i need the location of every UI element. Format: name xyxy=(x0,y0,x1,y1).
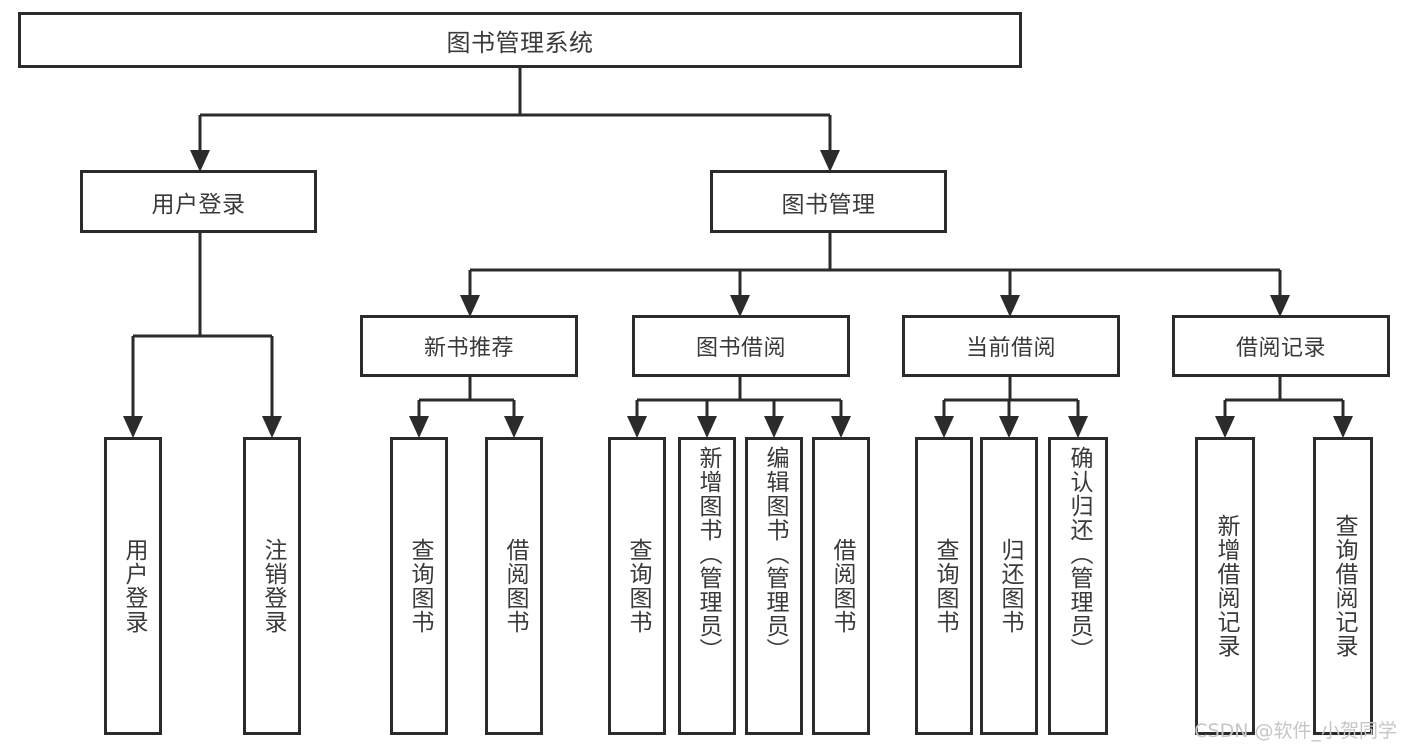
leaf-record-add-label: 新增借阅记录 xyxy=(1212,514,1239,658)
arrow-root-to-bookmgmt xyxy=(820,150,840,172)
leaf-borrow-query-book[interactable]: 查询图书 xyxy=(608,437,666,735)
node-root[interactable]: 图书管理系统 xyxy=(18,12,1022,68)
leaf-borrow-query-book-label: 查询图书 xyxy=(624,538,651,634)
leaf-current-confirm-return[interactable]: 确认归还（管理员） xyxy=(1048,437,1108,735)
arrow-userlogin-c1 xyxy=(123,416,143,438)
leaf-current-return-book[interactable]: 归还图书 xyxy=(980,437,1038,735)
node-user-login-label: 用户登录 xyxy=(151,191,246,218)
arrow-bookmgmt-c4 xyxy=(1270,295,1290,317)
leaf-new-book-query[interactable]: 查询图书 xyxy=(390,437,448,735)
leaf-record-query[interactable]: 查询借阅记录 xyxy=(1313,437,1373,735)
arrow-record-c2 xyxy=(1333,416,1353,438)
arrow-borrow-c2 xyxy=(697,416,717,438)
arrow-root-to-userlogin xyxy=(190,150,210,172)
leaf-borrow-add-book[interactable]: 新增图书（管理员） xyxy=(678,437,736,735)
node-book-borrow[interactable]: 图书借阅 xyxy=(632,315,850,377)
node-current-borrow-label: 当前借阅 xyxy=(965,336,1056,361)
arrow-userlogin-c2 xyxy=(262,416,282,438)
node-new-book-recommend-label: 新书推荐 xyxy=(423,336,514,361)
arrow-borrow-c3 xyxy=(764,416,784,438)
leaf-current-return-book-label: 归还图书 xyxy=(996,538,1023,634)
leaf-user-login-signin[interactable]: 用户登录 xyxy=(104,437,162,735)
leaf-new-book-borrow[interactable]: 借阅图书 xyxy=(485,437,543,735)
arrow-newbook-c2 xyxy=(504,416,524,438)
leaf-borrow-borrow-book-label: 借阅图书 xyxy=(828,538,855,634)
leaf-record-add[interactable]: 新增借阅记录 xyxy=(1195,437,1255,735)
node-book-management-label: 图书管理 xyxy=(781,191,876,218)
arrow-newbook-c1 xyxy=(409,416,429,438)
arrow-record-c1 xyxy=(1215,416,1235,438)
arrow-bookmgmt-c3 xyxy=(1000,295,1020,317)
csdn-watermark: CSDN @软件_小贺同学 xyxy=(1194,720,1397,742)
leaf-current-query-book-label: 查询图书 xyxy=(931,538,958,634)
arrow-current-c1 xyxy=(934,416,954,438)
leaf-user-login-signout[interactable]: 注销登录 xyxy=(243,437,301,735)
node-book-management[interactable]: 图书管理 xyxy=(710,170,947,233)
arrow-borrow-c1 xyxy=(627,416,647,438)
node-borrow-record-label: 借阅记录 xyxy=(1235,336,1326,361)
arrow-borrow-c4 xyxy=(831,416,851,438)
leaf-user-login-signout-label: 注销登录 xyxy=(259,538,286,634)
node-user-login[interactable]: 用户登录 xyxy=(80,170,317,233)
leaf-user-login-signin-label: 用户登录 xyxy=(120,538,147,634)
leaf-new-book-query-label: 查询图书 xyxy=(406,538,433,634)
node-root-label: 图书管理系统 xyxy=(446,28,594,57)
leaf-current-confirm-return-label: 确认归还（管理员） xyxy=(1065,446,1092,662)
leaf-borrow-edit-book-label: 编辑图书（管理员） xyxy=(761,446,788,662)
arrow-current-c2 xyxy=(999,416,1019,438)
leaf-record-query-label: 查询借阅记录 xyxy=(1330,514,1357,658)
node-book-borrow-label: 图书借阅 xyxy=(695,336,786,361)
arrow-bookmgmt-c1 xyxy=(460,295,480,317)
arrow-bookmgmt-c2 xyxy=(730,295,750,317)
leaf-borrow-add-book-label: 新增图书（管理员） xyxy=(694,446,721,662)
leaf-borrow-edit-book[interactable]: 编辑图书（管理员） xyxy=(745,437,803,735)
node-borrow-record[interactable]: 借阅记录 xyxy=(1172,315,1390,377)
leaf-borrow-borrow-book[interactable]: 借阅图书 xyxy=(812,437,870,735)
node-new-book-recommend[interactable]: 新书推荐 xyxy=(360,315,578,377)
leaf-current-query-book[interactable]: 查询图书 xyxy=(915,437,973,735)
node-current-borrow[interactable]: 当前借阅 xyxy=(902,315,1120,377)
arrow-current-c3 xyxy=(1068,416,1088,438)
leaf-new-book-borrow-label: 借阅图书 xyxy=(501,538,528,634)
